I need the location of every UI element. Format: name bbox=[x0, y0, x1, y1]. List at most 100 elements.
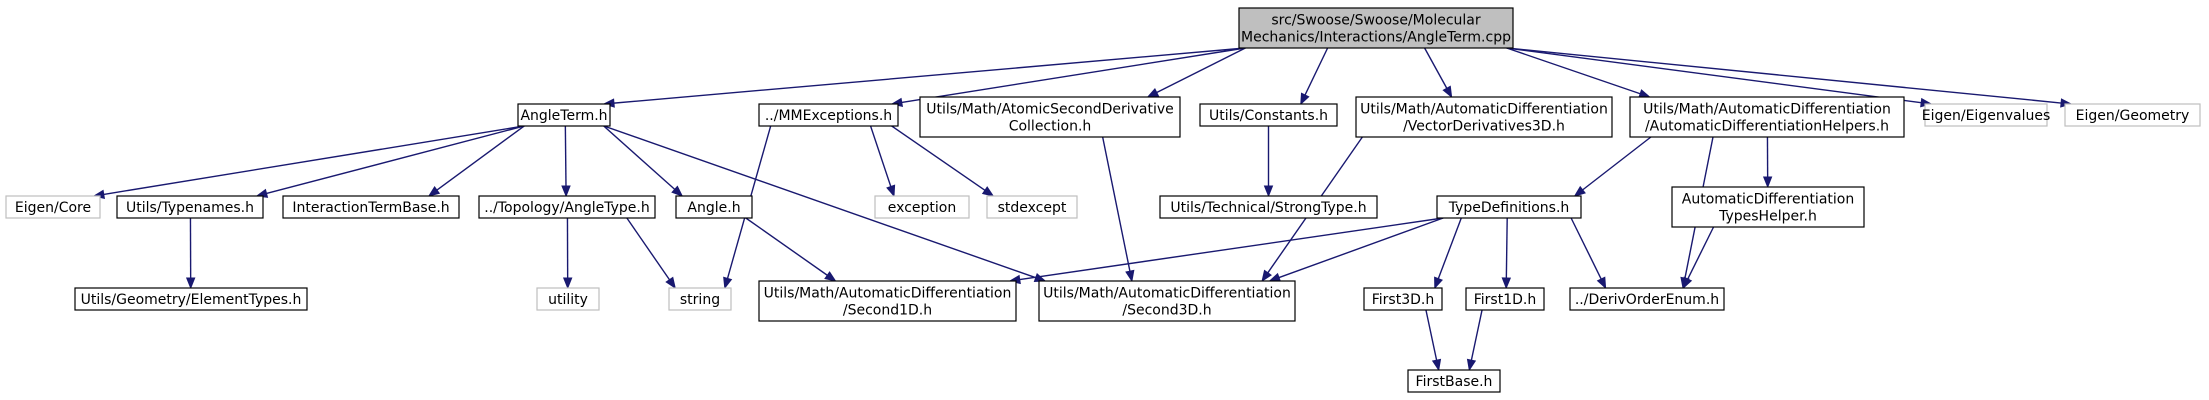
node-box bbox=[758, 103, 899, 127]
node-derivorder[interactable]: ../DerivOrderEnum.h bbox=[1569, 287, 1725, 311]
node-typedefs[interactable]: TypeDefinitions.h bbox=[1436, 195, 1582, 219]
edge-arrowhead bbox=[185, 277, 196, 290]
edge-arrowhead bbox=[1466, 358, 1477, 372]
node-first1d[interactable]: First1D.h bbox=[1465, 287, 1545, 311]
edge-arrowhead bbox=[1442, 85, 1453, 99]
node-interactionbase[interactable]: InteractionTermBase.h bbox=[282, 195, 460, 219]
edge-arrowhead bbox=[1573, 185, 1586, 197]
node-box bbox=[2064, 103, 2201, 127]
edge-line bbox=[1506, 47, 2062, 104]
node-label: ../MMExceptions.h bbox=[765, 108, 892, 124]
node-label: ../DerivOrderEnum.h bbox=[1575, 292, 1719, 308]
edge-line bbox=[1101, 136, 1131, 272]
node-label: AutomaticDifferentiation bbox=[1682, 192, 1854, 208]
node-box bbox=[1355, 96, 1613, 138]
edge-line bbox=[436, 125, 525, 191]
node-elementtypes[interactable]: Utils/Geometry/ElementTypes.h bbox=[74, 287, 308, 311]
node-box bbox=[1569, 287, 1725, 311]
edge-line bbox=[603, 125, 1037, 279]
node-mmexceptions[interactable]: ../MMExceptions.h bbox=[758, 103, 899, 127]
edge-typedefs-to-second3d bbox=[1268, 217, 1444, 282]
edge-arrowhead bbox=[1146, 88, 1160, 98]
edge-arrowhead bbox=[824, 271, 837, 282]
node-string: string bbox=[668, 287, 732, 311]
edge-root-to-adhelpers bbox=[1506, 47, 1651, 99]
edge-mmexceptions-to-stdexcept bbox=[891, 125, 995, 197]
node-root: src/Swoose/Swoose/MolecularMechanics/Int… bbox=[1238, 7, 1514, 49]
edge-adtypeshelper-to-derivorder bbox=[1682, 226, 1715, 290]
node-label: ../Topology/AngleType.h bbox=[484, 200, 649, 216]
edge-atomicsecond-to-second3d bbox=[1101, 136, 1135, 283]
node-eigenvalues: Eigen/Eigenvalues bbox=[1922, 103, 2050, 127]
node-box bbox=[1436, 195, 1582, 219]
node-label: TypeDefinitions.h bbox=[1448, 200, 1570, 216]
node-box bbox=[1038, 280, 1296, 322]
edge-line bbox=[1582, 136, 1652, 191]
edge-arrowhead bbox=[561, 185, 571, 198]
edge-typedefs-to-first1d bbox=[1501, 217, 1512, 290]
edge-angleterm-to-eigencore bbox=[92, 125, 525, 199]
node-box bbox=[5, 195, 101, 219]
node-box bbox=[1671, 186, 1865, 228]
node-constants[interactable]: Utils/Constants.h bbox=[1199, 103, 1338, 127]
edge-line bbox=[1156, 47, 1246, 94]
node-first3d[interactable]: First3D.h bbox=[1363, 287, 1443, 311]
edge-arrowhead bbox=[671, 185, 684, 197]
node-angle[interactable]: Angle.h bbox=[675, 195, 753, 219]
edge-constants-to-strongtype bbox=[1263, 126, 1274, 198]
node-box bbox=[919, 96, 1181, 138]
edge-line bbox=[891, 125, 986, 191]
edge-line bbox=[1470, 309, 1483, 361]
edge-line bbox=[1019, 217, 1444, 281]
edge-arrowhead bbox=[1431, 358, 1442, 372]
node-label: TypesHelper.h bbox=[1718, 209, 1817, 225]
node-label: Utils/Math/AutomaticDifferentiation bbox=[1043, 286, 1291, 302]
node-box bbox=[1159, 195, 1378, 219]
node-second1d[interactable]: Utils/Math/AutomaticDifferentiation/Seco… bbox=[758, 280, 1017, 322]
node-vectorderiv[interactable]: Utils/Math/AutomaticDifferentiation/Vect… bbox=[1355, 96, 1613, 138]
edge-arrowhead bbox=[1261, 269, 1272, 283]
edge-angle-to-second1d bbox=[745, 217, 837, 282]
edge-line bbox=[1278, 217, 1444, 279]
node-label: src/Swoose/Swoose/Molecular bbox=[1271, 13, 1481, 29]
edge-angletype-to-utility bbox=[562, 217, 573, 290]
edge-typedefs-to-first3d bbox=[1434, 217, 1462, 290]
edge-line bbox=[901, 47, 1246, 104]
edges-layer bbox=[92, 47, 2073, 372]
edge-arrowhead bbox=[1501, 277, 1512, 290]
node-label: utility bbox=[548, 292, 588, 308]
node-stdexcept: stdexcept bbox=[986, 195, 1078, 219]
edge-arrowhead bbox=[886, 184, 896, 198]
node-label: exception bbox=[888, 200, 956, 216]
node-typenames[interactable]: Utils/Typenames.h bbox=[116, 195, 264, 219]
node-angleterm[interactable]: AngleTerm.h bbox=[517, 103, 611, 127]
node-eigencore: Eigen/Core bbox=[5, 195, 101, 219]
node-label: Utils/Geometry/ElementTypes.h bbox=[81, 292, 302, 308]
node-firstbase[interactable]: FirstBase.h bbox=[1407, 369, 1501, 393]
edge-arrowhead bbox=[1762, 176, 1773, 189]
node-box bbox=[675, 195, 753, 219]
edge-root-to-atomicsecond bbox=[1146, 47, 1246, 98]
edge-line bbox=[1437, 217, 1462, 279]
node-box bbox=[668, 287, 732, 311]
node-second3d[interactable]: Utils/Math/AutomaticDifferentiation/Seco… bbox=[1038, 280, 1296, 322]
edge-arrowhead bbox=[665, 276, 676, 290]
edge-line bbox=[1506, 47, 1641, 95]
node-label: AngleTerm.h bbox=[520, 108, 607, 124]
edge-adhelpers-to-typedefs bbox=[1573, 136, 1652, 197]
edge-arrowhead bbox=[1434, 276, 1443, 290]
node-label: /VectorDerivatives3D.h bbox=[1403, 119, 1565, 135]
edge-line bbox=[613, 47, 1246, 104]
edge-line bbox=[103, 125, 525, 196]
node-adhelpers[interactable]: Utils/Math/AutomaticDifferentiation/Auto… bbox=[1629, 96, 1905, 138]
edge-arrowhead bbox=[981, 186, 995, 197]
node-label: Eigen/Core bbox=[15, 200, 91, 216]
node-strongtype[interactable]: Utils/Technical/StrongType.h bbox=[1159, 195, 1378, 219]
edge-typedefs-to-second1d bbox=[1008, 217, 1444, 285]
node-angletype[interactable]: ../Topology/AngleType.h bbox=[478, 195, 656, 219]
node-label: Utils/Math/AtomicSecondDerivative bbox=[926, 102, 1174, 118]
node-label: Utils/Math/AutomaticDifferentiation bbox=[764, 286, 1012, 302]
node-label: FirstBase.h bbox=[1416, 374, 1493, 390]
node-atomicsecond[interactable]: Utils/Math/AtomicSecondDerivativeCollect… bbox=[919, 96, 1181, 138]
